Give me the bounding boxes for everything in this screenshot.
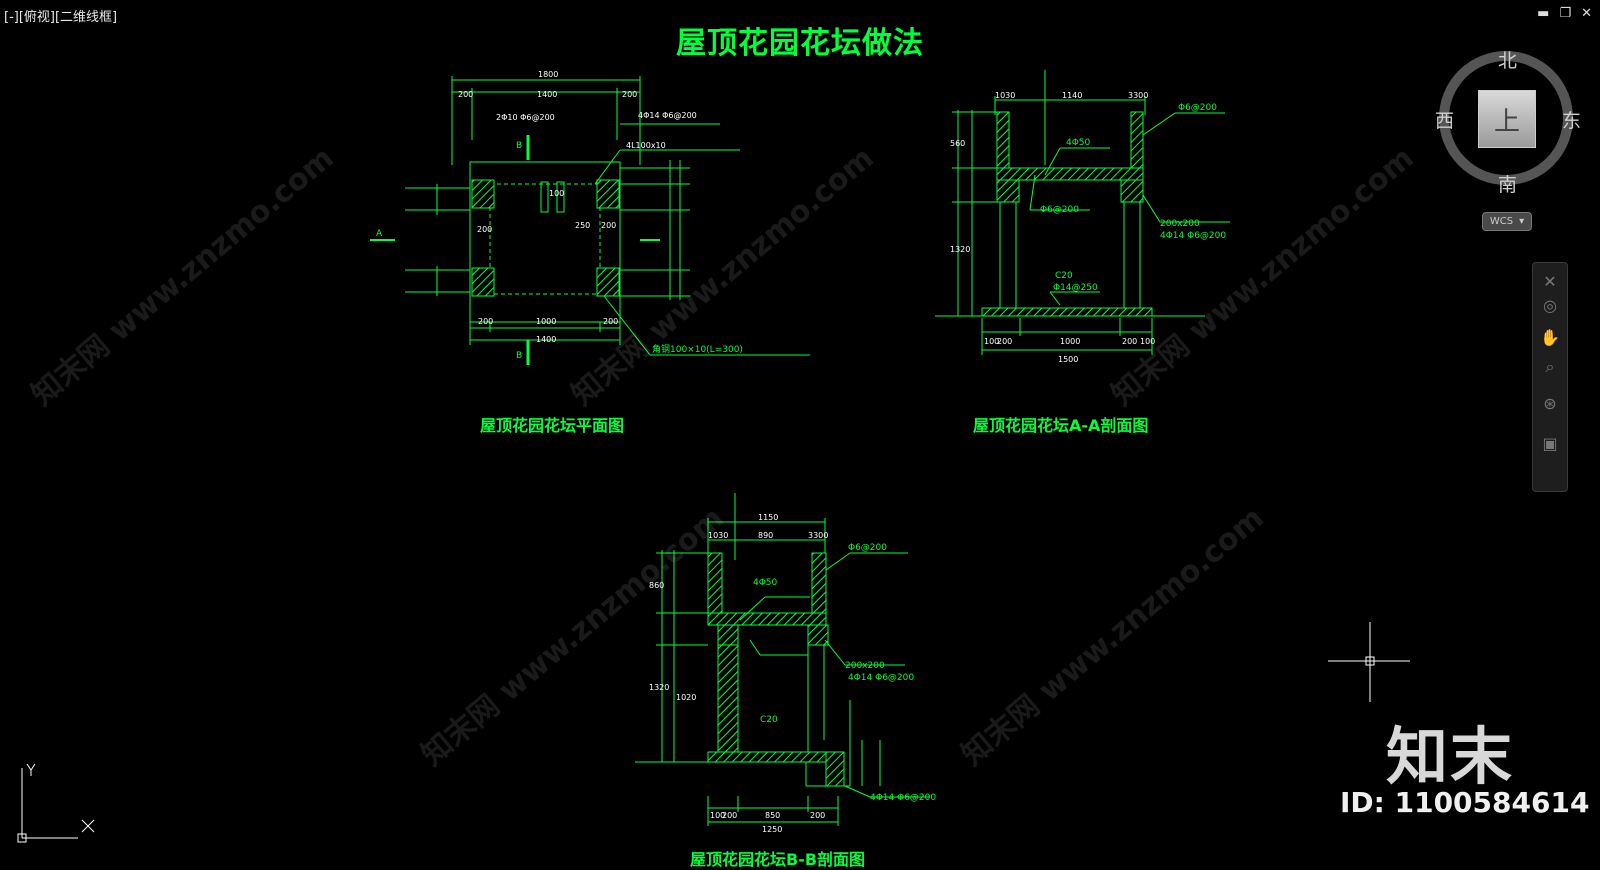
svg-text:200: 200: [601, 221, 616, 230]
viewcube-top-face[interactable]: 上: [1478, 90, 1536, 148]
plan-labels: 1800 200 1400 200 2Φ10 Φ6@200 4Φ14 Φ6@20…: [376, 70, 743, 361]
svg-text:3300: 3300: [808, 531, 828, 540]
svg-text:3300: 3300: [1128, 91, 1148, 100]
svg-text:Φ6@200: Φ6@200: [848, 543, 887, 553]
viewcube-north[interactable]: 北: [1498, 50, 1518, 72]
svg-text:200: 200: [722, 811, 737, 820]
drawing-title: 屋顶花园花坛做法: [676, 26, 924, 61]
svg-text:200: 200: [997, 337, 1012, 346]
svg-text:200: 200: [1122, 337, 1137, 346]
svg-text:560: 560: [950, 139, 965, 148]
svg-text:1140: 1140: [1062, 91, 1082, 100]
svg-text:4Φ14 Φ6@200: 4Φ14 Φ6@200: [1160, 231, 1226, 241]
watermark-id: ID: 1100584614: [1340, 786, 1590, 819]
svg-text:Φ6@200: Φ6@200: [1178, 103, 1217, 113]
svg-text:200: 200: [810, 811, 825, 820]
plan-view: [370, 76, 810, 365]
svg-text:200: 200: [603, 317, 618, 326]
svg-text:200: 200: [622, 90, 637, 99]
svg-text:C20: C20: [1055, 271, 1073, 281]
svg-text:1320: 1320: [649, 683, 669, 692]
svg-text:200x200: 200x200: [1160, 219, 1200, 229]
viewcube[interactable]: 北 西 东 南 上 WCS ▾: [1430, 40, 1582, 231]
svg-text:1500: 1500: [1058, 355, 1078, 364]
svg-text:100: 100: [1140, 337, 1155, 346]
svg-text:1030: 1030: [995, 91, 1015, 100]
svg-text:1000: 1000: [536, 317, 556, 326]
svg-text:4L100x10: 4L100x10: [626, 141, 666, 150]
svg-text:1320: 1320: [950, 245, 970, 254]
plan-title: 屋顶花园花坛平面图: [480, 416, 625, 435]
ucs-icon: [17, 763, 95, 843]
svg-text:200: 200: [478, 317, 493, 326]
section-bb-labels: 1150 890 1030 3300 860 1320 1020 100 200…: [649, 513, 936, 834]
navigation-bar: ✕ ◎ ✋ ⌕ ⊛ ▣: [1532, 262, 1568, 492]
svg-text:Φ14@250: Φ14@250: [1053, 283, 1098, 293]
showmotion-icon[interactable]: ▣: [1542, 433, 1558, 453]
zoom-icon[interactable]: ⌕: [1545, 357, 1555, 376]
svg-text:1800: 1800: [538, 70, 558, 79]
svg-text:B: B: [516, 141, 522, 151]
svg-text:1400: 1400: [536, 335, 556, 344]
watermark-logo: 知末: [1386, 720, 1515, 793]
close-icon[interactable]: ✕: [1543, 271, 1557, 291]
chevron-down-icon: ▾: [1519, 216, 1525, 227]
viewcube-south[interactable]: 南: [1498, 174, 1518, 196]
svg-text:2Φ10 Φ6@200: 2Φ10 Φ6@200: [496, 113, 555, 122]
section-bb-view: [635, 493, 930, 826]
section-bb-title: 屋顶花园花坛B-B剖面图: [690, 850, 866, 869]
svg-text:角钢100×10(L=300): 角钢100×10(L=300): [652, 343, 743, 355]
window-controls: ▬ ❐ ✕: [1537, 6, 1592, 21]
svg-text:1400: 1400: [537, 90, 557, 99]
minimize-icon[interactable]: ▬: [1537, 6, 1550, 21]
svg-text:200: 200: [458, 90, 473, 99]
svg-text:4Φ50: 4Φ50: [753, 578, 778, 588]
svg-text:1020: 1020: [676, 693, 696, 702]
section-aa-labels: 1140 1030 3300 560 1320 100 200 1000 200…: [950, 91, 1226, 364]
svg-text:A: A: [376, 229, 383, 239]
steering-wheel-icon[interactable]: ◎: [1543, 295, 1557, 315]
svg-text:100: 100: [549, 189, 564, 198]
svg-text:4Φ50: 4Φ50: [1066, 138, 1091, 148]
svg-text:1250: 1250: [762, 825, 782, 834]
svg-text:C20: C20: [760, 715, 778, 725]
svg-text:860: 860: [649, 581, 664, 590]
svg-text:100: 100: [984, 337, 999, 346]
pan-hand-icon[interactable]: ✋: [1540, 327, 1560, 347]
section-aa-view: [935, 70, 1230, 355]
svg-text:4Φ14 Φ6@200: 4Φ14 Φ6@200: [848, 673, 914, 683]
viewcube-ring[interactable]: [1430, 40, 1580, 200]
orbit-icon[interactable]: ⊛: [1543, 393, 1557, 413]
viewport-control-label[interactable]: [-][俯视][二维线框]: [4, 10, 118, 25]
viewcube-east[interactable]: 东: [1562, 110, 1582, 132]
close-icon[interactable]: ✕: [1581, 6, 1592, 21]
svg-text:1000: 1000: [1060, 337, 1080, 346]
svg-text:1030: 1030: [708, 531, 728, 540]
wcs-dropdown[interactable]: WCS ▾: [1482, 212, 1532, 231]
svg-text:890: 890: [758, 531, 773, 540]
svg-text:250: 250: [575, 221, 590, 230]
svg-text:850: 850: [765, 811, 780, 820]
restore-icon[interactable]: ❐: [1559, 6, 1572, 21]
svg-text:200x200: 200x200: [845, 661, 885, 671]
section-aa-title: 屋顶花园花坛A-A剖面图: [973, 416, 1149, 435]
crosshair-cursor: [1328, 622, 1410, 702]
svg-text:200: 200: [477, 225, 492, 234]
wcs-label: WCS: [1489, 216, 1514, 227]
svg-text:B: B: [516, 351, 522, 361]
svg-text:1150: 1150: [758, 513, 778, 522]
viewcube-west[interactable]: 西: [1435, 110, 1455, 132]
svg-text:100: 100: [710, 811, 725, 820]
svg-text:4Φ14 Φ6@200: 4Φ14 Φ6@200: [870, 793, 936, 803]
svg-text:4Φ14 Φ6@200: 4Φ14 Φ6@200: [638, 111, 697, 120]
svg-text:Φ6@200: Φ6@200: [1040, 205, 1079, 215]
